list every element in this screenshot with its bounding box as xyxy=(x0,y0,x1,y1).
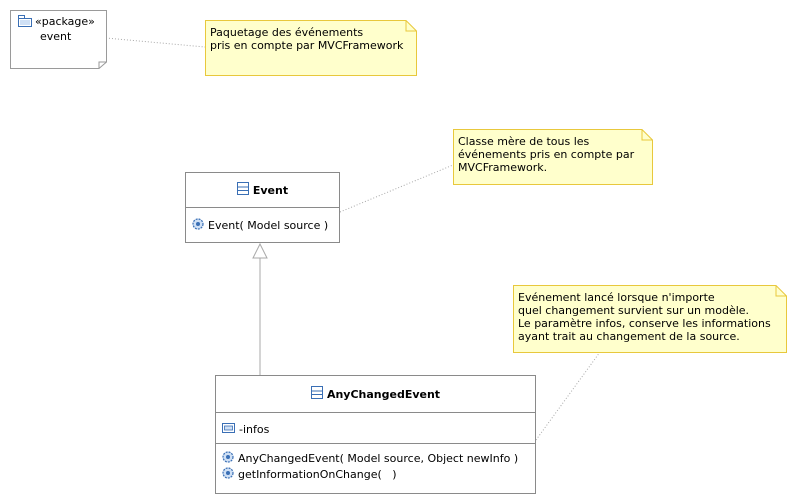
class-name: AnyChangedEvent xyxy=(326,387,441,401)
operation-row[interactable]: getInformationOnChange( ) xyxy=(222,467,529,482)
class-name: Event xyxy=(252,183,289,197)
package-shape xyxy=(10,10,107,69)
operation-gear-icon xyxy=(222,467,234,482)
class-event[interactable]: Event Event( Model source ) xyxy=(185,172,340,243)
generalization-arrowhead xyxy=(252,242,268,259)
operations-compartment: Event( Model source ) xyxy=(186,207,339,242)
note-text: Paquetage des événements pris en compte … xyxy=(210,26,404,52)
note-link-anychangedevent xyxy=(535,351,601,441)
operation-signature: getInformationOnChange( ) xyxy=(238,468,397,481)
package-stereotype: «package» xyxy=(35,15,95,28)
operations-compartment: AnyChangedEvent( Model source, Object ne… xyxy=(216,443,535,493)
attribute-row[interactable]: -infos xyxy=(222,423,529,436)
note-link-event xyxy=(339,164,454,213)
operation-signature: AnyChangedEvent( Model source, Object ne… xyxy=(238,452,519,465)
class-header: Event xyxy=(186,173,339,207)
operation-signature: Event( Model source ) xyxy=(208,219,329,232)
operation-row[interactable]: Event( Model source ) xyxy=(192,218,333,233)
note-anychangedevent-description[interactable]: Evénement lancé lorsque n'importe quel c… xyxy=(513,285,787,353)
note-package-description[interactable]: Paquetage des événements pris en compte … xyxy=(205,20,417,76)
note-event-description[interactable]: Classe mère de tous les événements pris … xyxy=(453,129,653,185)
attributes-compartment: -infos xyxy=(216,412,535,443)
note-shape xyxy=(205,20,417,76)
package-event[interactable]: «package» event xyxy=(10,10,107,69)
class-header: AnyChangedEvent xyxy=(216,376,535,412)
note-link-package xyxy=(105,37,206,48)
note-shape xyxy=(453,129,653,185)
note-text: Evénement lancé lorsque n'importe quel c… xyxy=(518,291,771,343)
package-name: event xyxy=(40,30,72,43)
operation-gear-icon xyxy=(192,218,204,233)
operation-gear-icon xyxy=(222,451,234,466)
note-shape xyxy=(513,285,787,353)
class-icon xyxy=(310,386,323,402)
note-text: Classe mère de tous les événements pris … xyxy=(458,135,635,174)
class-icon xyxy=(236,182,249,198)
class-anychangedevent[interactable]: AnyChangedEvent -infos AnyChangedEvent( … xyxy=(215,375,536,494)
attribute-name: -infos xyxy=(239,423,270,436)
attribute-field-icon xyxy=(222,423,235,436)
operation-row[interactable]: AnyChangedEvent( Model source, Object ne… xyxy=(222,451,529,466)
